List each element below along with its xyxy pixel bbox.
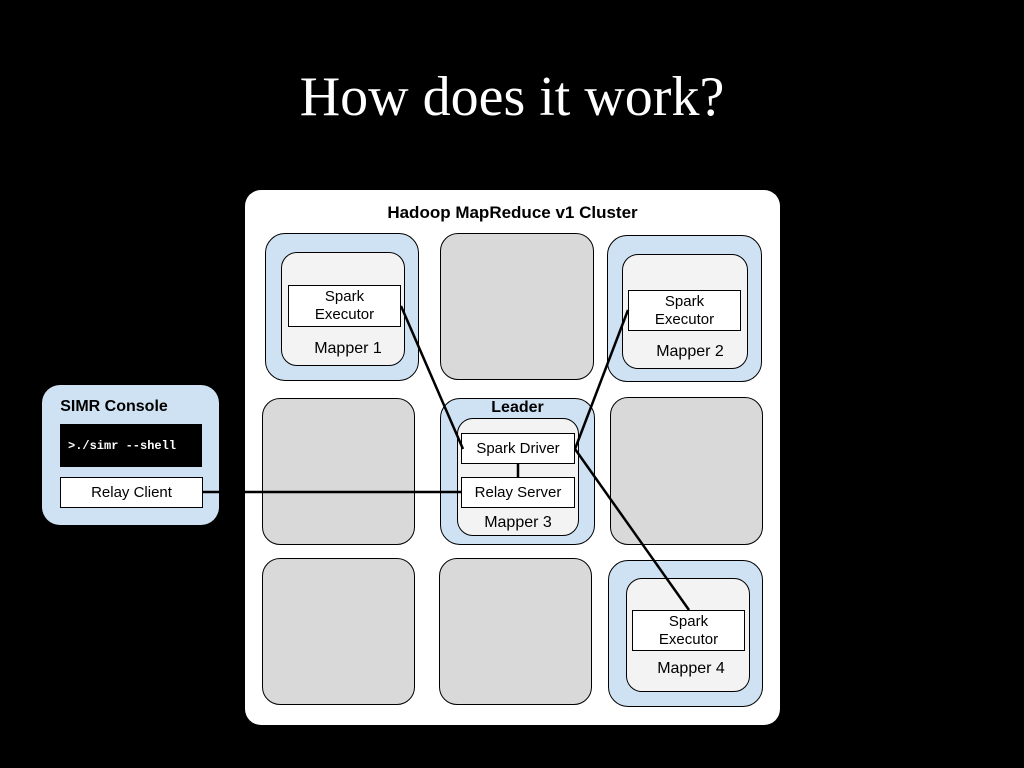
cluster-title: Hadoop MapReduce v1 Cluster [387, 203, 638, 222]
empty-node [610, 397, 763, 545]
relay-server: Relay Server [461, 477, 575, 508]
leader-label: Leader [491, 399, 544, 416]
empty-node [262, 398, 415, 545]
mapper-1-label: Mapper 1 [314, 340, 382, 357]
simr-console-title: SIMR Console [60, 398, 168, 415]
mapper-1-spark-executor: Spark Executor [288, 285, 401, 327]
mapper-2-label: Mapper 2 [656, 343, 724, 360]
empty-node [440, 233, 594, 380]
console-command: >./simr --shell [60, 424, 202, 467]
mapper-4-spark-executor: Spark Executor [632, 610, 745, 651]
empty-node [439, 558, 592, 705]
mapper-4-label: Mapper 4 [657, 660, 725, 677]
spark-driver: Spark Driver [461, 433, 575, 464]
relay-client: Relay Client [60, 477, 203, 508]
mapper-3-label: Mapper 3 [484, 514, 552, 531]
slide-title: How does it work? [299, 66, 725, 128]
mapper-2-spark-executor: Spark Executor [628, 290, 741, 331]
empty-node [262, 558, 415, 705]
